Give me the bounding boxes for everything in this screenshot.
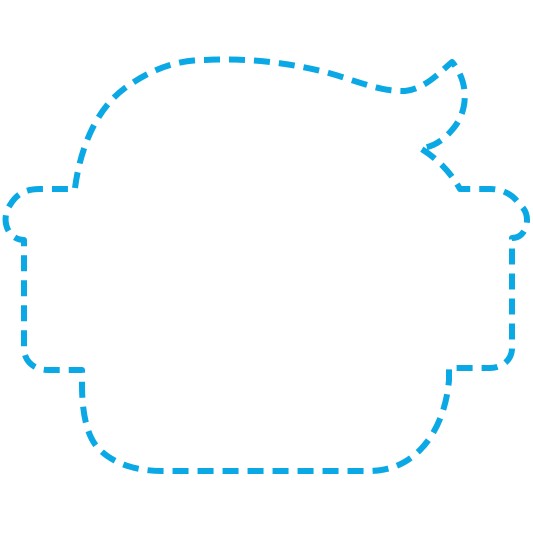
outline-path bbox=[2, 56, 530, 474]
